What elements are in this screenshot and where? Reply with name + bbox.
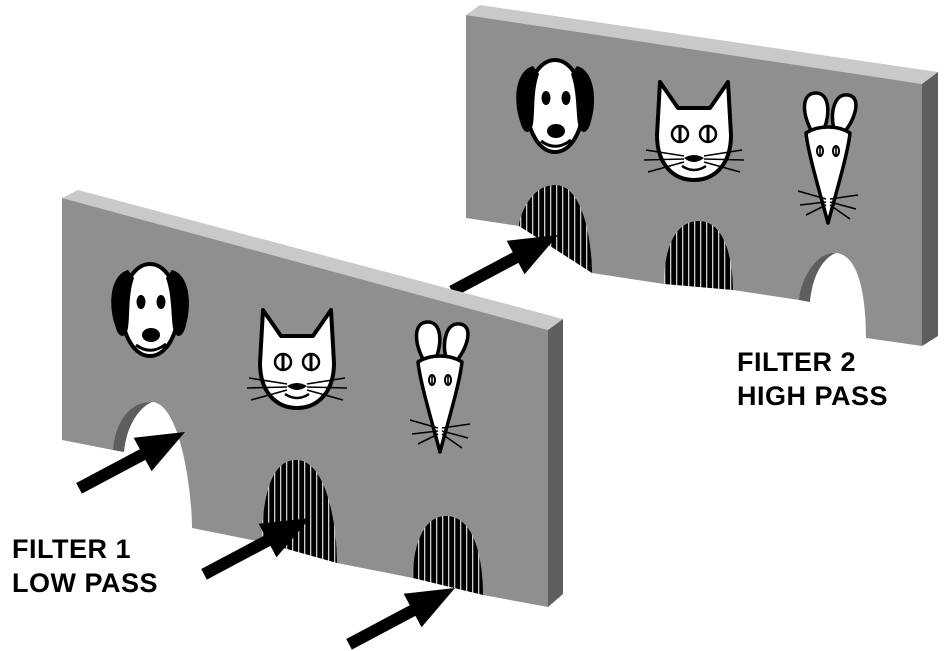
filter-2-type: HIGH PASS — [737, 381, 889, 411]
filter-1-label: FILTER 1 LOW PASS — [12, 532, 158, 600]
filter-2-label: FILTER 2 HIGH PASS — [737, 345, 888, 413]
filter-2-name: FILTER 2 — [737, 347, 857, 377]
filter-1-name: FILTER 1 — [12, 534, 132, 564]
filter-1-type: LOW PASS — [12, 568, 159, 598]
